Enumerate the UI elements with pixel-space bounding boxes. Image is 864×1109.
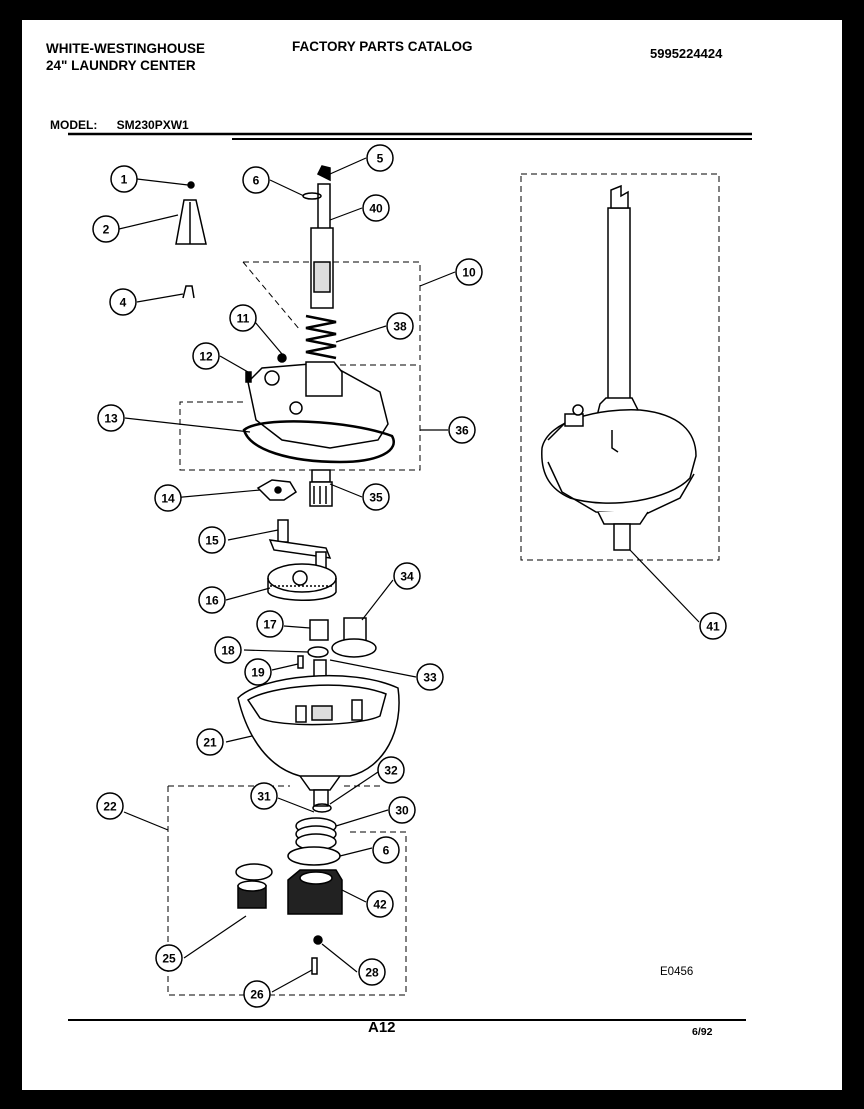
callout-12: 12 (192, 342, 220, 370)
svg-text:41: 41 (706, 620, 720, 634)
svg-text:11: 11 (237, 312, 250, 326)
callout-32: 32 (377, 756, 405, 784)
model-row: MODEL: SM230PXW1 (50, 118, 189, 132)
svg-text:35: 35 (369, 491, 383, 505)
svg-text:16: 16 (205, 594, 219, 608)
callout-36: 36 (448, 416, 476, 444)
model-value: SM230PXW1 (116, 118, 189, 132)
callout-35: 35 (362, 483, 390, 511)
svg-text:17: 17 (263, 618, 277, 632)
callout-21: 21 (196, 728, 224, 756)
callout-25: 25 (155, 944, 183, 972)
svg-text:13: 13 (104, 412, 118, 426)
svg-text:42: 42 (373, 898, 387, 912)
callout-40: 40 (362, 194, 390, 222)
callout-16: 16 (198, 586, 226, 614)
svg-text:14: 14 (161, 492, 175, 506)
callout-42: 42 (366, 890, 394, 918)
svg-text:26: 26 (250, 988, 264, 1002)
header-rules (68, 132, 752, 1021)
svg-text:2: 2 (103, 223, 110, 237)
callout-4: 4 (109, 288, 137, 316)
callout-17: 17 (256, 610, 284, 638)
svg-text:10: 10 (462, 266, 476, 280)
svg-text:1: 1 (121, 173, 128, 187)
svg-text:40: 40 (369, 202, 383, 216)
svg-text:15: 15 (205, 534, 219, 548)
svg-text:28: 28 (365, 966, 379, 980)
callout-10: 10 (455, 258, 483, 286)
dashed-group-boxes (167, 173, 720, 996)
figure-code: E0456 (660, 966, 694, 978)
brand-header: WHITE-WESTINGHOUSE 24" LAUNDRY CENTER (46, 40, 205, 74)
callout-circles: 1 2 4 5 6 40 10 11 38 12 13 36 14 35 15 … (92, 144, 727, 1008)
svg-text:30: 30 (395, 804, 409, 818)
callout-41: 41 (699, 612, 727, 640)
catalog-title: FACTORY PARTS CATALOG (292, 39, 473, 54)
callout-15: 15 (198, 526, 226, 554)
svg-text:34: 34 (400, 570, 414, 584)
callout-6-top: 6 (242, 166, 270, 194)
svg-text:4: 4 (120, 296, 127, 310)
callout-28: 28 (358, 958, 386, 986)
svg-text:21: 21 (203, 736, 217, 750)
callout-18: 18 (214, 636, 242, 664)
model-label: MODEL: (50, 118, 98, 132)
callout-38: 38 (386, 312, 414, 340)
brand-line-2: 24" LAUNDRY CENTER (46, 58, 196, 73)
footer-date: 6/92 (692, 1026, 713, 1038)
svg-text:19: 19 (251, 666, 265, 680)
catalog-sheet (22, 20, 842, 1090)
callout-6-bottom: 6 (372, 836, 400, 864)
callout-13: 13 (97, 404, 125, 432)
svg-text:38: 38 (393, 320, 407, 334)
callout-1: 1 (110, 165, 138, 193)
svg-text:36: 36 (455, 424, 469, 438)
svg-text:18: 18 (221, 644, 235, 658)
svg-text:12: 12 (199, 350, 213, 364)
svg-text:33: 33 (423, 671, 437, 685)
callout-33: 33 (416, 663, 444, 691)
page-number: A12 (368, 1019, 396, 1036)
transmission-assembly-illustration (541, 184, 697, 551)
callout-14: 14 (154, 484, 182, 512)
callout-22: 22 (96, 792, 124, 820)
exploded-parts-illustration (175, 165, 400, 975)
callout-11: 11 (229, 304, 257, 332)
callout-30: 30 (388, 796, 416, 824)
svg-text:6: 6 (253, 174, 260, 188)
callout-5: 5 (366, 144, 394, 172)
callout-34: 34 (393, 562, 421, 590)
callout-19: 19 (244, 658, 272, 686)
svg-text:6: 6 (383, 844, 390, 858)
callout-31: 31 (250, 782, 278, 810)
svg-text:31: 31 (257, 790, 271, 804)
svg-text:22: 22 (103, 800, 117, 814)
svg-text:5: 5 (377, 152, 384, 166)
svg-text:25: 25 (162, 952, 176, 966)
catalog-number: 5995224424 (650, 46, 723, 61)
callout-26: 26 (243, 980, 271, 1008)
callout-2: 2 (92, 215, 120, 243)
brand-line-1: WHITE-WESTINGHOUSE (46, 41, 205, 56)
svg-text:32: 32 (384, 764, 398, 778)
leader-lines (118, 157, 700, 993)
